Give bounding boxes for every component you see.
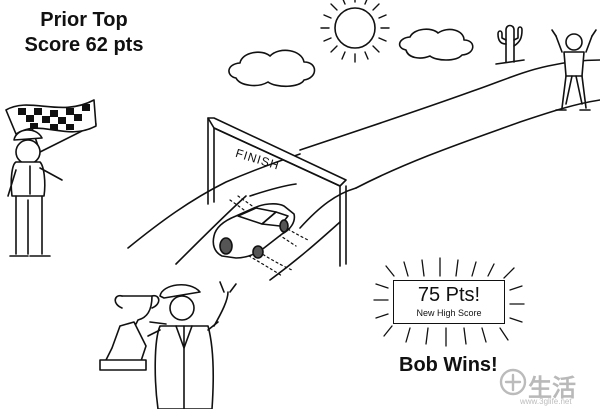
trophy-icon xyxy=(99,294,160,371)
cactus-icon xyxy=(495,24,525,65)
race-car-icon xyxy=(212,203,296,259)
watermark-url: www.3glife.net xyxy=(520,397,572,406)
prior-score-line1: Prior Top xyxy=(40,9,128,31)
score-subtitle: New High Score xyxy=(416,308,482,318)
watermark-logo xyxy=(499,368,527,396)
driver-illustration xyxy=(147,281,237,409)
sun-icon xyxy=(320,0,390,63)
prior-top-score: Prior Top Score 62 pts xyxy=(14,8,154,58)
prior-score-line2: Score 62 pts xyxy=(24,34,144,56)
checkered-flag-icon xyxy=(5,99,97,135)
score-burst xyxy=(373,257,525,347)
score-sign: 75 Pts! New High Score xyxy=(393,280,505,324)
winner-text: Bob Wins! xyxy=(399,354,498,376)
cloud-icon xyxy=(398,28,474,61)
watermark-text: 生活 xyxy=(528,375,576,402)
cheering-person-illustration xyxy=(551,29,597,111)
finish-arch xyxy=(207,117,347,267)
cloud-icon xyxy=(228,49,316,88)
score-points: 75 Pts! xyxy=(417,284,481,306)
flagger-illustration xyxy=(5,99,97,257)
